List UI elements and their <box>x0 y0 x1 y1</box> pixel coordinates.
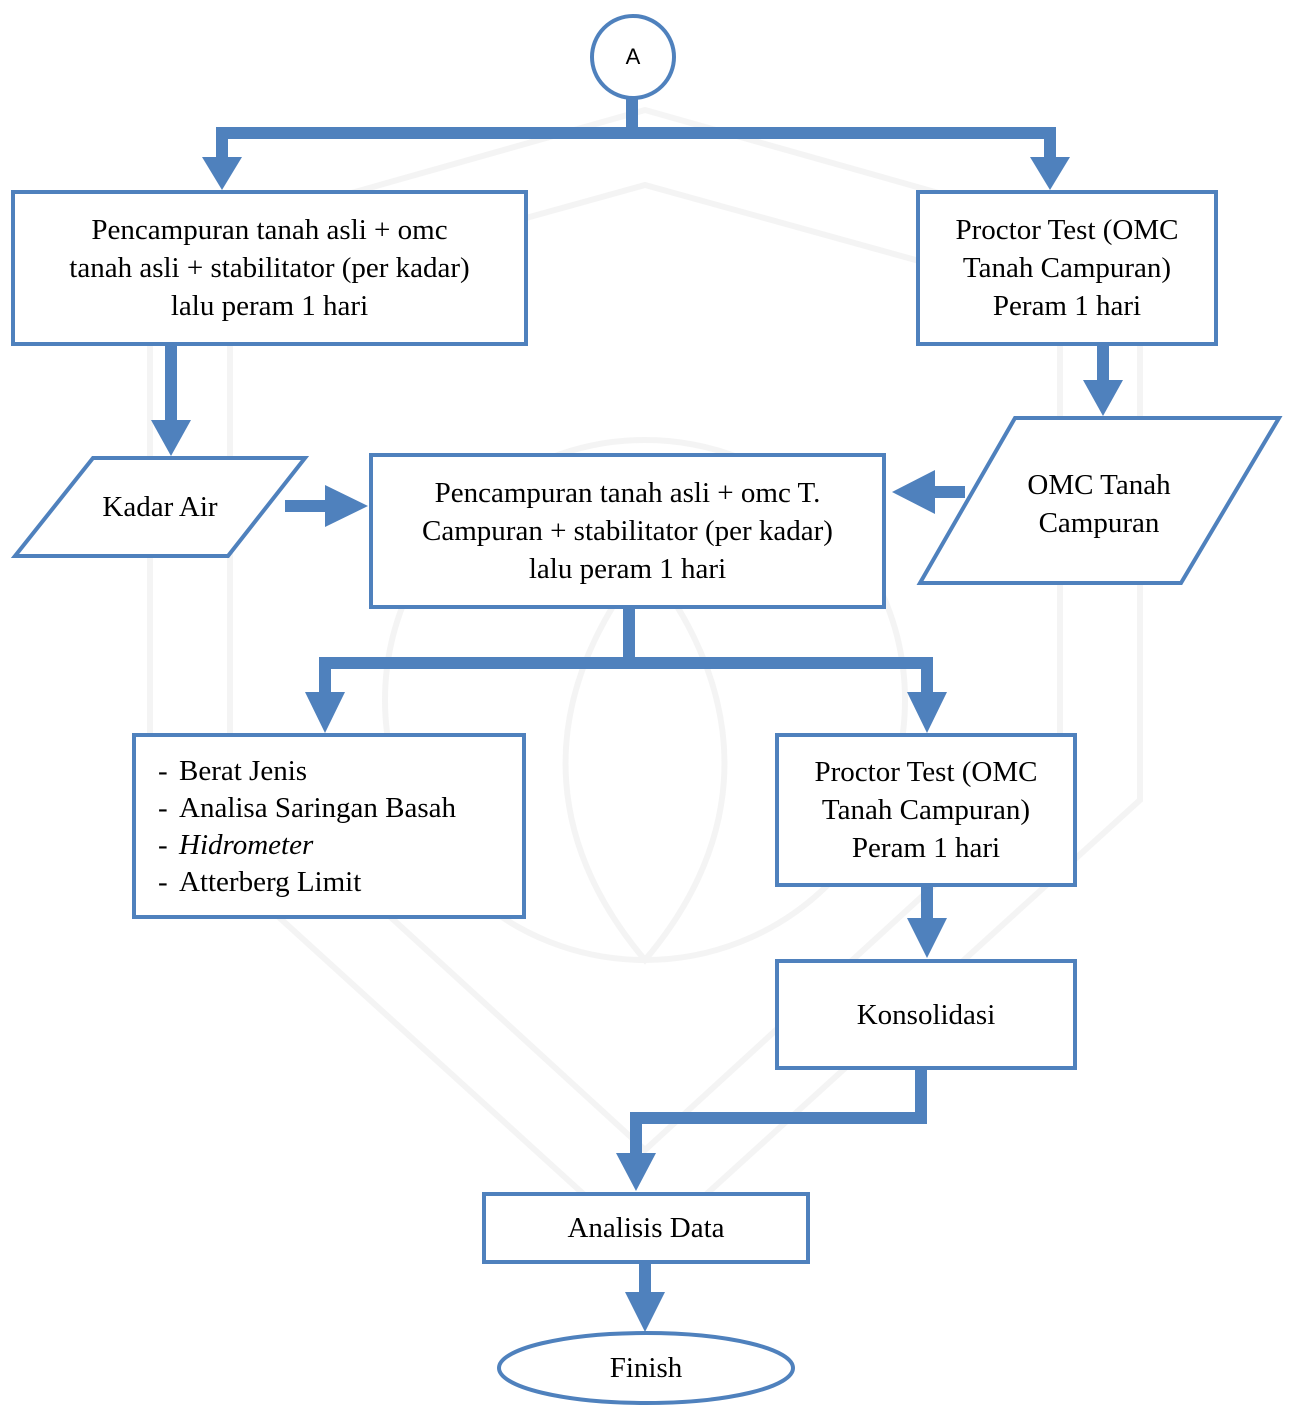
list-item-text: Berat Jenis <box>179 755 308 787</box>
mix-campuran-line-3: lalu peram 1 hari <box>528 553 727 585</box>
list-bullet: - <box>158 829 168 861</box>
mix-campuran-box <box>369 453 886 609</box>
list-item: - Berat Jenis <box>134 753 524 790</box>
analisis-data-label: Analisis Data <box>484 1194 808 1262</box>
mix-original-label: Pencampuran tanah asli + omc tanah asli … <box>13 192 526 344</box>
kadar-air-text: Kadar Air <box>102 491 218 523</box>
list-bullet: - <box>158 755 168 787</box>
list-item: - Analisa Saringan Basah <box>134 790 524 827</box>
proctor-top-line-3: Peram 1 hari <box>992 290 1142 322</box>
finish-label: Finish <box>499 1333 793 1403</box>
connector-a-branch-line <box>216 95 1056 162</box>
proctor-top-line-2: Tanah Campuran) <box>962 252 1172 284</box>
tests-list: - Berat Jenis - Analisa Saringan Basah -… <box>134 753 524 901</box>
arrowhead-to-finish <box>625 1292 665 1332</box>
list-item-text: Hidrometer <box>179 829 314 861</box>
shapes <box>10 14 1283 1405</box>
arrowhead-kadar-to-mix <box>325 485 368 527</box>
proctor-bottom-line-3: Peram 1 hari <box>851 832 1001 864</box>
list-bullet: - <box>158 792 168 824</box>
arrowhead-to-kadar-air <box>151 420 191 456</box>
finish-terminal <box>497 1331 795 1405</box>
mix-campuran-branch-line <box>319 606 933 697</box>
arrowhead-to-analisis-data <box>616 1153 656 1191</box>
konsolidasi-box <box>775 959 1077 1070</box>
connector-a-shape <box>590 14 676 100</box>
mix-original-line-2: tanah asli + stabilitator (per kadar) <box>69 252 470 284</box>
mix-original-box <box>11 190 528 346</box>
konsolidasi-to-analisis-line <box>630 1068 927 1158</box>
proctor-top-label: Proctor Test (OMC Tanah Campuran) Peram … <box>918 192 1216 344</box>
list-item-text: Atterberg Limit <box>179 866 362 898</box>
kadar-air-label: Kadar Air <box>50 458 270 556</box>
analisis-data-box <box>482 1192 810 1264</box>
arrowhead-to-tests-list <box>305 692 345 733</box>
arrows <box>151 95 1123 1332</box>
list-item: - Atterberg Limit <box>134 864 524 901</box>
list-item: - Hidrometer <box>134 827 524 864</box>
list-bullet: - <box>158 866 168 898</box>
omc-tanah-label: OMC Tanah Campuran <box>968 418 1230 583</box>
connector-a-text: A <box>625 44 641 69</box>
proctor-top-line-1: Proctor Test (OMC <box>955 214 1179 246</box>
mix-campuran-line-2: Campuran + stabilitator (per kadar) <box>422 515 833 547</box>
mix-campuran-line-1: Pencampuran tanah asli + omc T. <box>434 477 821 509</box>
proctor-top-box <box>916 190 1218 346</box>
arrowhead-to-konsolidasi <box>907 918 947 958</box>
konsolidasi-label: Konsolidasi <box>777 961 1075 1068</box>
proctor-bottom-line-2: Tanah Campuran) <box>821 794 1031 826</box>
proctor-bottom-label: Proctor Test (OMC Tanah Campuran) Peram … <box>777 735 1075 885</box>
analisis-data-text: Analisis Data <box>567 1212 725 1244</box>
arrowhead-to-proctor-top <box>1030 157 1070 190</box>
omc-tanah-parallelogram <box>916 416 1283 585</box>
connector-a-label: A <box>593 17 673 97</box>
arrowhead-omc-to-mix <box>892 470 935 514</box>
omc-tanah-line-1: OMC Tanah <box>1027 469 1171 501</box>
arrowhead-to-omc-tanah <box>1083 380 1123 416</box>
arrowhead-to-mix-original <box>202 157 242 190</box>
mix-original-line-1: Pencampuran tanah asli + omc <box>91 214 448 246</box>
proctor-bottom-line-1: Proctor Test (OMC <box>814 756 1038 788</box>
kadar-air-parallelogram <box>10 456 310 558</box>
finish-text: Finish <box>609 1352 683 1384</box>
konsolidasi-text: Konsolidasi <box>856 998 996 1031</box>
mix-campuran-label: Pencampuran tanah asli + omc T. Campuran… <box>371 455 884 607</box>
proctor-bottom-box <box>775 733 1077 887</box>
mix-original-line-3: lalu peram 1 hari <box>170 290 369 322</box>
arrowhead-to-proctor-bottom <box>907 692 947 733</box>
tests-list-box <box>132 733 526 919</box>
list-item-text: Analisa Saringan Basah <box>179 792 457 824</box>
omc-tanah-line-2: Campuran <box>1038 507 1160 539</box>
